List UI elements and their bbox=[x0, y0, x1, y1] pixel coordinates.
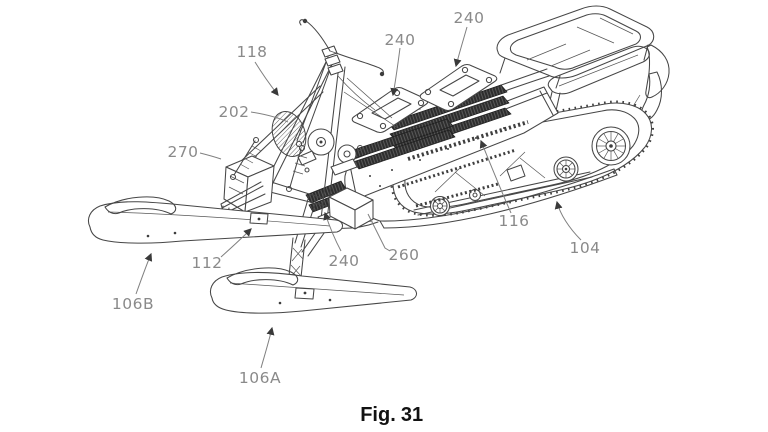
component-box-270 bbox=[223, 155, 275, 213]
leader-240-mid bbox=[323, 211, 342, 252]
battery-mount-plate-rear bbox=[419, 63, 498, 112]
battery-mount-plate-front bbox=[351, 86, 429, 134]
ref-label-106A: 106A bbox=[239, 369, 281, 387]
coil-spring bbox=[271, 111, 307, 157]
leader-240-right bbox=[453, 26, 468, 68]
caption-fig-number: 31 bbox=[401, 404, 423, 426]
drive-machinery bbox=[297, 128, 364, 176]
leader-106B bbox=[135, 252, 153, 295]
ref-label-104: 104 bbox=[569, 239, 600, 257]
battery-packs bbox=[305, 63, 512, 213]
leader-118 bbox=[254, 61, 279, 96]
leader-112 bbox=[220, 228, 252, 258]
idler-wheel-rear bbox=[591, 126, 631, 166]
ref-label-116: 116 bbox=[498, 212, 529, 230]
leader-116 bbox=[479, 139, 512, 214]
ref-label-112: 112 bbox=[191, 254, 222, 272]
caption-fig-label: Fig. bbox=[360, 404, 396, 426]
leader-202 bbox=[250, 111, 289, 123]
leader-260 bbox=[367, 213, 391, 252]
ref-label-270: 270 bbox=[167, 143, 198, 161]
ref-label-240-right: 240 bbox=[453, 9, 484, 27]
idler-wheel-mid bbox=[553, 156, 579, 182]
ref-label-106B: 106B bbox=[112, 295, 154, 313]
leader-240-top bbox=[390, 47, 401, 97]
ref-label-260: 260 bbox=[388, 246, 419, 264]
leader-lines bbox=[135, 26, 582, 369]
reference-labels: 118 202 270 240 240 240 260 112 106B 106… bbox=[112, 9, 600, 387]
ski-right bbox=[209, 267, 418, 314]
ski-left bbox=[87, 196, 344, 244]
ref-label-202: 202 bbox=[218, 103, 249, 121]
ref-label-240-mid: 240 bbox=[328, 252, 359, 270]
ref-label-240-top: 240 bbox=[384, 31, 415, 49]
leader-270 bbox=[199, 152, 222, 160]
ref-label-118: 118 bbox=[236, 43, 267, 61]
leader-104 bbox=[554, 200, 582, 241]
component-box-260 bbox=[328, 187, 374, 230]
figure-caption: Fig. 31 bbox=[360, 404, 423, 426]
leader-106A bbox=[260, 326, 275, 369]
